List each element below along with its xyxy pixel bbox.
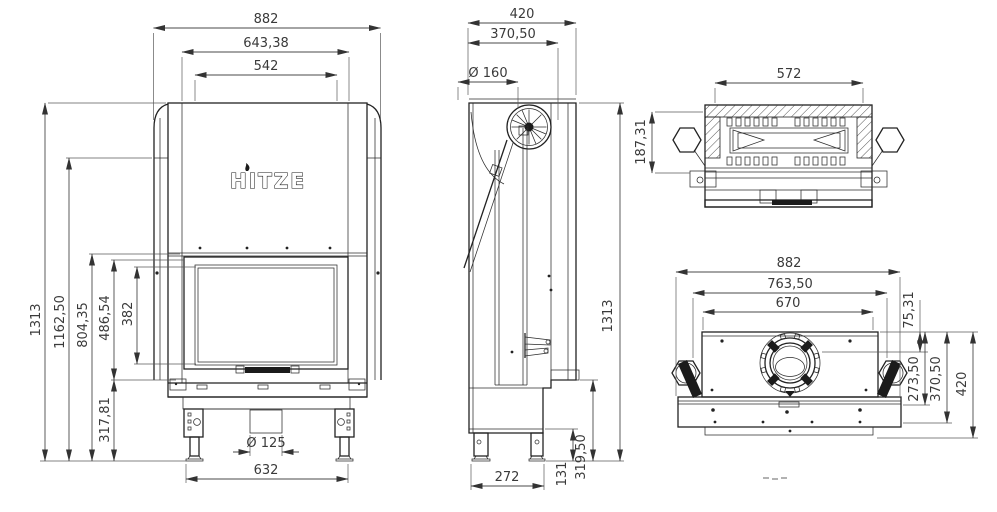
svg-text:187,31: 187,31 [634, 119, 649, 165]
svg-text:370,50: 370,50 [929, 356, 944, 402]
svg-text:572: 572 [777, 67, 802, 82]
svg-text:882: 882 [777, 256, 802, 271]
dim-front-base-width: 632 [185, 463, 349, 483]
top-view [672, 104, 905, 208]
svg-text:Ø 125: Ø 125 [246, 436, 285, 451]
flame-icon [245, 163, 250, 171]
svg-text:486,54: 486,54 [98, 295, 113, 341]
svg-text:319,50: 319,50 [574, 434, 589, 480]
front-view: HITZE [153, 102, 382, 462]
dim-top-chamber-depth: 187,31 [634, 111, 703, 174]
svg-text:804,35: 804,35 [76, 302, 91, 348]
brand-logo-text: HITZE [230, 169, 306, 193]
lower-band [168, 378, 367, 398]
dim-front-door-height: 486,54 [98, 259, 117, 381]
dim-side-total-depth: 420 [467, 7, 577, 95]
svg-text:763,50: 763,50 [767, 277, 813, 292]
dim-front-glass-width: 542 [194, 59, 338, 101]
svg-text:382: 382 [121, 302, 136, 327]
rear-plinth [677, 396, 902, 436]
svg-text:273,50: 273,50 [907, 356, 922, 402]
dim-rear-handle-span: 763,50 [692, 277, 888, 358]
dim-front-upper-height: 1162,50 [53, 157, 72, 462]
page-dashes [763, 477, 787, 480]
svg-text:420: 420 [510, 7, 535, 22]
rear-right-handle [877, 360, 908, 398]
svg-text:643,38: 643,38 [243, 36, 289, 51]
dim-front-base-height: 317,81 [98, 379, 117, 462]
dim-side-rear-clearance: 131 [545, 428, 578, 487]
base-and-legs [182, 396, 355, 462]
svg-text:317,81: 317,81 [98, 397, 113, 443]
dim-rear-body-width: 670 [702, 296, 874, 330]
dim-rear-total-width: 882 [675, 256, 901, 396]
flue-fan [506, 104, 552, 150]
svg-text:420: 420 [955, 372, 970, 397]
dim-side-body-depth: 370,50 [467, 27, 559, 120]
dim-rear-depth-c: 420 [955, 331, 976, 439]
dim-front-total-height: 1313 [29, 102, 48, 462]
dim-side-flue-diameter: Ø 160 [457, 66, 519, 108]
svg-text:882: 882 [254, 12, 279, 27]
dim-rear-depth-a: 273,50 [907, 331, 928, 406]
dim-front-glass-height: 382 [121, 266, 140, 365]
right-wing [366, 103, 382, 380]
left-handle-hexagon [672, 127, 706, 167]
rear-view [671, 331, 908, 480]
dim-side-total-height: 1313 [546, 102, 624, 462]
deflector [729, 127, 849, 154]
door-handle [524, 333, 551, 358]
dim-front-door-top-height: 804,35 [76, 253, 95, 462]
dim-top-inner-width: 572 [714, 67, 864, 103]
svg-text:632: 632 [254, 463, 279, 478]
svg-text:1313: 1313 [601, 299, 616, 332]
dim-front-inlet-diameter: Ø 125 [233, 435, 299, 456]
left-wing [153, 103, 169, 380]
svg-text:1162,50: 1162,50 [53, 295, 68, 349]
dim-rear-flue-offset: 75,31 [902, 291, 923, 353]
baffle-teeth [726, 117, 846, 166]
right-handle-hexagon [871, 127, 905, 167]
svg-text:670: 670 [776, 296, 801, 311]
dim-front-frame-width: 643,38 [181, 36, 350, 101]
dim-side-feet-depth: 272 [470, 464, 545, 490]
svg-text:272: 272 [495, 470, 520, 485]
rear-left-handle [671, 360, 702, 398]
dim-front-total-width: 882 [153, 12, 381, 120]
svg-text:75,31: 75,31 [902, 291, 917, 328]
side-view [463, 98, 580, 462]
svg-text:131: 131 [555, 462, 570, 487]
svg-text:Ø 160: Ø 160 [468, 66, 507, 81]
dim-rear-depth-b: 370,50 [929, 331, 950, 424]
glass-door [168, 252, 367, 374]
svg-text:1313: 1313 [29, 303, 44, 336]
svg-text:542: 542 [254, 59, 279, 74]
flue-collar [759, 332, 821, 397]
dim-side-outlet-height: 319,50 [574, 379, 598, 480]
svg-text:370,50: 370,50 [490, 27, 536, 42]
brand-logo: HITZE [229, 163, 306, 194]
